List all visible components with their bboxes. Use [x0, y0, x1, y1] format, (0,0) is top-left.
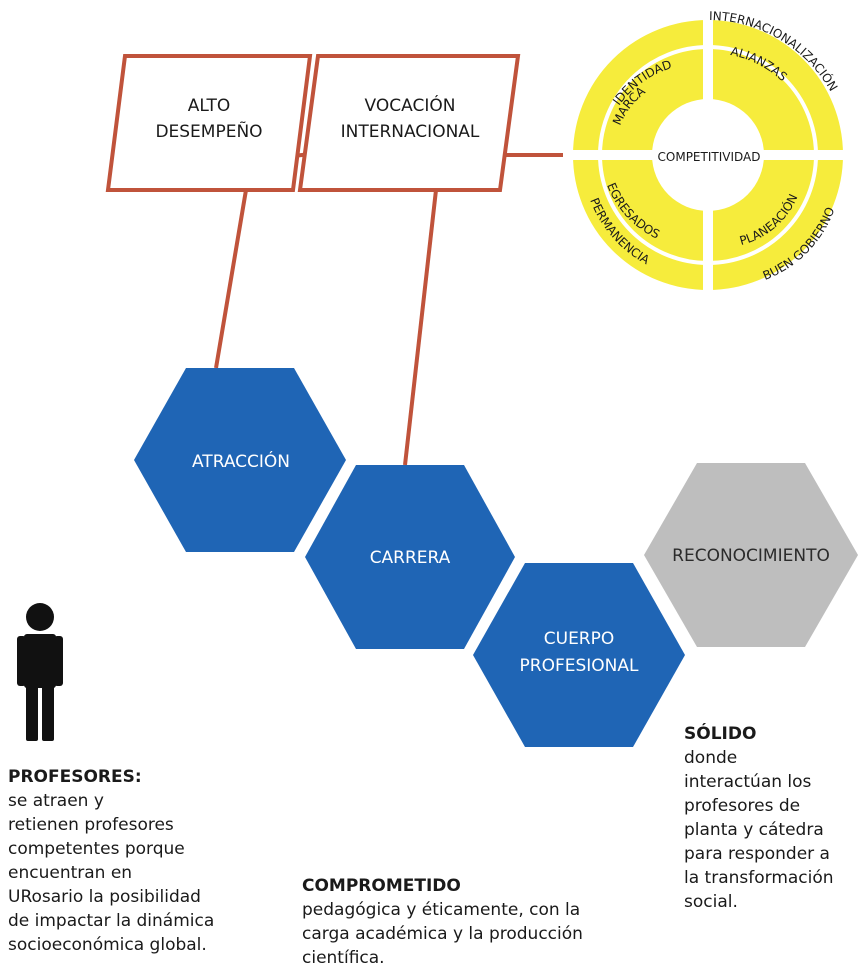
solido-line: la transformación	[684, 868, 834, 888]
profesores-line: de impactar la dinámica	[8, 911, 215, 931]
box-alto-desempeno: ALTO DESEMPEÑO	[105, 54, 313, 192]
hexagon-cuerpo-line1: CUERPO	[544, 629, 615, 649]
hexagon-cuerpo-line2: PROFESIONAL	[520, 656, 639, 676]
profesores-line: se atraen y	[8, 791, 104, 811]
solido-line: interactúan los	[684, 772, 812, 792]
box-alto-line1: ALTO	[188, 96, 231, 116]
comprometido-title: COMPROMETIDO	[302, 876, 461, 896]
solido-line: planta y cátedra	[684, 820, 824, 840]
comprometido-text: COMPROMETIDO pedagógica y éticamente, co…	[302, 874, 642, 970]
hexagon-reconocimiento: RECONOCIMIENTO	[644, 463, 858, 647]
box-vocacion-internacional: VOCACIÓN INTERNACIONAL	[297, 54, 521, 192]
wheel-center-label: COMPETITIVIDAD	[658, 150, 761, 164]
solido-line: profesores de	[684, 796, 801, 816]
profesores-text: PROFESORES: se atraen y retienen profeso…	[8, 765, 258, 957]
wheel-center	[652, 99, 764, 211]
hexagon-carrera-label: CARRERA	[370, 548, 451, 568]
comprometido-line: científica.	[302, 948, 385, 968]
box-alto-line2: DESEMPEÑO	[155, 120, 262, 142]
solido-line: para responder a	[684, 844, 830, 864]
hexagon-reconocimiento-label: RECONOCIMIENTO	[672, 546, 830, 566]
hexagon-atraccion-label: ATRACCIÓN	[192, 450, 290, 472]
profesores-line: retienen profesores	[8, 815, 174, 835]
solido-line: donde	[684, 748, 738, 768]
profesores-line: URosario la posibilidad	[8, 887, 201, 907]
hexagon-atraccion: ATRACCIÓN	[134, 368, 346, 552]
connector-vocacion-carrera	[403, 189, 438, 466]
profesores-title: PROFESORES:	[8, 767, 142, 787]
hexagon-carrera: CARRERA	[305, 465, 515, 649]
connector-alto-atraccion	[214, 189, 248, 369]
profesores-line: socioeconómica global.	[8, 935, 207, 955]
box-vocacion-line2: INTERNACIONAL	[341, 122, 480, 142]
competitividad-wheel: IDENTIDAD MARCA INTERNACIONALIZACIÓN ALI…	[562, 9, 854, 301]
box-vocacion-line1: VOCACIÓN	[365, 94, 456, 116]
solido-line: social.	[684, 892, 738, 912]
comprometido-line: pedagógica y éticamente, con la	[302, 900, 581, 920]
wheel-inner-ring	[598, 45, 818, 265]
solido-text: SÓLIDO donde interactúan los profesores …	[684, 722, 859, 914]
solido-title: SÓLIDO	[684, 724, 757, 744]
hexagon-cuerpo-profesional: CUERPO PROFESIONAL	[473, 563, 685, 747]
profesores-line: encuentran en	[8, 863, 133, 883]
profesores-line: competentes porque	[8, 839, 185, 859]
comprometido-line: carga académica y la producción	[302, 924, 583, 944]
person-icon	[17, 603, 63, 741]
